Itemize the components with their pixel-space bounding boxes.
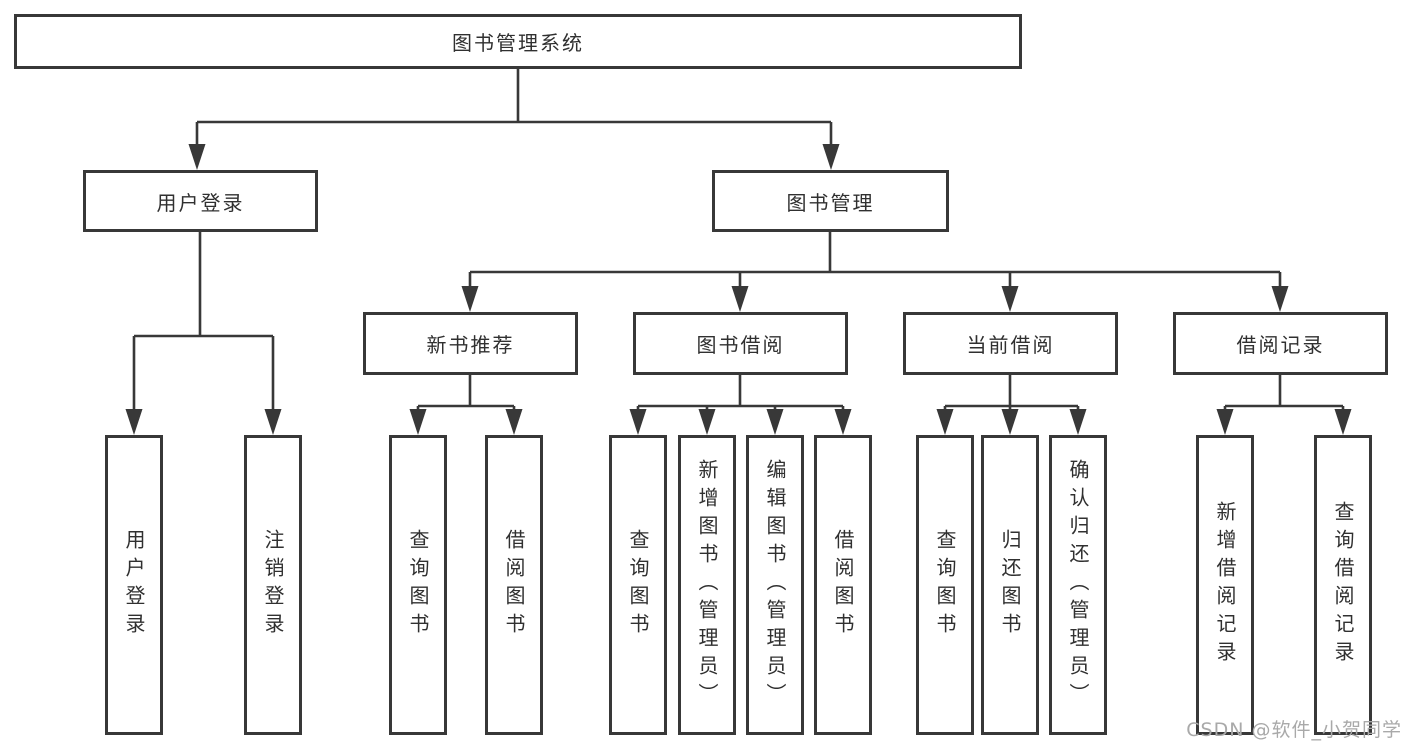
arrow-down-icon <box>834 409 852 435</box>
arrow-down-icon <box>1069 409 1087 435</box>
node-leaf-edit-books-admin: 编辑图书（管理员） <box>746 435 804 735</box>
node-leaf-add-borrow-record: 新增借阅记录 <box>1196 435 1254 735</box>
node-label: 借阅记录 <box>1236 333 1325 357</box>
node-current-borrowing: 当前借阅 <box>903 312 1118 375</box>
arrow-down-icon <box>1271 286 1289 312</box>
node-user-login: 用户登录 <box>83 170 318 232</box>
arrow-down-icon <box>1001 409 1019 435</box>
node-borrowing-records: 借阅记录 <box>1173 312 1388 375</box>
arrow-down-icon <box>1216 409 1234 435</box>
node-label: 借阅图书 <box>831 529 855 641</box>
node-book-borrowing: 图书借阅 <box>633 312 848 375</box>
arrow-down-icon <box>125 409 143 435</box>
node-leaf-query-borrow-record: 查询借阅记录 <box>1314 435 1372 735</box>
node-label: 图书借阅 <box>696 333 785 357</box>
arrow-down-icon <box>505 409 523 435</box>
arrow-down-icon <box>936 409 954 435</box>
node-label: 新书推荐 <box>426 333 515 357</box>
node-leaf-return-books: 归还图书 <box>981 435 1039 735</box>
node-label: 查询借阅记录 <box>1331 501 1355 669</box>
arrow-down-icon <box>1001 286 1019 312</box>
arrow-down-icon <box>409 409 427 435</box>
node-leaf-user-login: 用户登录 <box>105 435 163 735</box>
node-label: 注销登录 <box>261 529 285 641</box>
node-label: 编辑图书（管理员） <box>763 459 787 711</box>
arrow-down-icon <box>822 144 840 170</box>
node-leaf-confirm-return-admin: 确认归还（管理员） <box>1049 435 1107 735</box>
node-leaf-logout: 注销登录 <box>244 435 302 735</box>
node-label: 图书管理 <box>786 190 875 215</box>
arrow-down-icon <box>629 409 647 435</box>
node-label: 归还图书 <box>998 529 1022 641</box>
node-leaf-borrow-books-recommend: 借阅图书 <box>485 435 543 735</box>
node-label: 当前借阅 <box>966 333 1055 357</box>
node-label: 新增图书（管理员） <box>695 459 719 711</box>
node-label: 借阅图书 <box>502 529 526 641</box>
node-label: 查询图书 <box>406 529 430 641</box>
node-library-management-system: 图书管理系统 <box>14 14 1022 69</box>
arrow-down-icon <box>1334 409 1352 435</box>
node-label: 新增借阅记录 <box>1213 501 1237 669</box>
node-label: 用户登录 <box>122 529 146 641</box>
node-book-management: 图书管理 <box>712 170 949 232</box>
arrow-down-icon <box>188 144 206 170</box>
node-leaf-query-books-borrow: 查询图书 <box>609 435 667 735</box>
arrow-down-icon <box>731 286 749 312</box>
arrow-down-icon <box>461 286 479 312</box>
node-label: 图书管理系统 <box>452 31 584 55</box>
arrow-down-icon <box>698 409 716 435</box>
arrow-down-icon <box>264 409 282 435</box>
node-label: 确认归还（管理员） <box>1066 459 1090 711</box>
node-label: 查询图书 <box>933 529 957 641</box>
csdn-watermark: CSDN @软件_小贺同学 <box>1186 719 1402 741</box>
node-leaf-add-books-admin: 新增图书（管理员） <box>678 435 736 735</box>
node-leaf-query-books-recommend: 查询图书 <box>389 435 447 735</box>
node-new-book-recommendation: 新书推荐 <box>363 312 578 375</box>
node-leaf-query-books-current: 查询图书 <box>916 435 974 735</box>
arrow-down-icon <box>766 409 784 435</box>
node-leaf-borrow-books: 借阅图书 <box>814 435 872 735</box>
node-label: 查询图书 <box>626 529 650 641</box>
node-label: 用户登录 <box>156 190 245 215</box>
